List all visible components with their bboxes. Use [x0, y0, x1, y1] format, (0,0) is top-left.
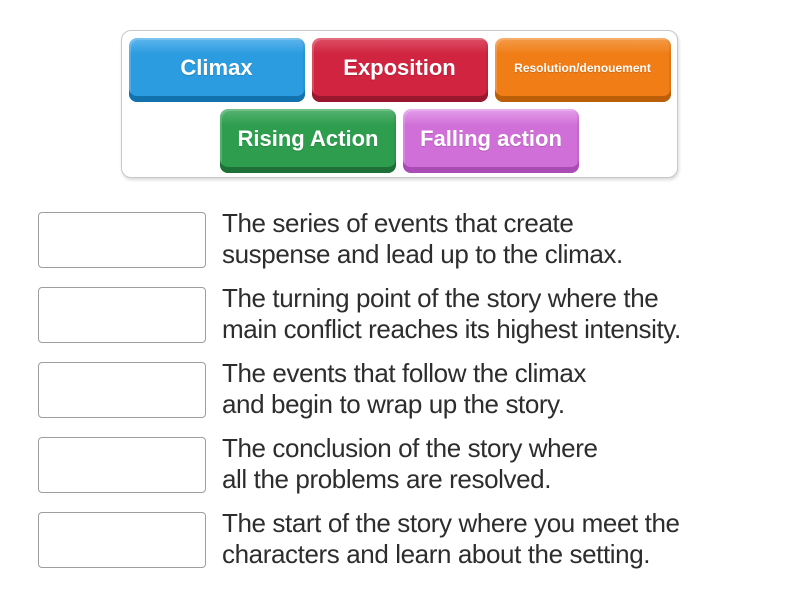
definition-text: The turning point of the story where the… — [222, 283, 681, 345]
definition-text: The events that follow the climax and be… — [222, 358, 586, 420]
word-tile-label: Rising Action — [237, 125, 379, 151]
word-tile-label: Climax — [180, 54, 253, 80]
definition-line: and begin to wrap up the story. — [222, 389, 565, 419]
answer-slot-2[interactable] — [38, 287, 206, 343]
definition-line: The events that follow the climax — [222, 358, 586, 388]
word-tile-rising-action[interactable]: Rising Action — [220, 109, 396, 173]
definition-line: The start of the story where you meet th… — [222, 508, 680, 538]
word-tile-climax[interactable]: Climax — [128, 38, 305, 102]
word-tile-exposition[interactable]: Exposition — [311, 38, 488, 102]
answer-slot-4[interactable] — [38, 437, 206, 493]
definition-text: The start of the story where you meet th… — [222, 508, 680, 570]
definition-line: all the problems are resolved. — [222, 464, 552, 494]
definition-line: The conclusion of the story where — [222, 433, 598, 463]
word-tile-resolution-denouement[interactable]: Resolution/denouement — [494, 38, 671, 102]
answer-slot-3[interactable] — [38, 362, 206, 418]
definition-line: The turning point of the story where the — [222, 283, 659, 313]
word-tile-label: Falling action — [420, 125, 562, 151]
definition-line: suspense and lead up to the climax. — [222, 239, 623, 269]
match-row: The series of events that create suspens… — [38, 208, 778, 270]
answer-slot-5[interactable] — [38, 512, 206, 568]
match-row: The events that follow the climax and be… — [38, 358, 778, 420]
definition-text: The series of events that create suspens… — [222, 208, 623, 270]
definition-line: main conflict reaches its highest intens… — [222, 314, 681, 344]
tile-tray-row-1: Climax Exposition Resolution/denouement — [128, 38, 671, 102]
definition-list: The series of events that create suspens… — [38, 208, 778, 587]
definition-line: The series of events that create — [222, 208, 574, 238]
match-row: The turning point of the story where the… — [38, 283, 778, 345]
word-tile-falling-action[interactable]: Falling action — [403, 109, 579, 173]
definition-text: The conclusion of the story where all th… — [222, 433, 598, 495]
word-tile-label: Exposition — [343, 54, 456, 80]
word-tile-label: Resolution/denouement — [514, 60, 651, 75]
answer-slot-1[interactable] — [38, 212, 206, 268]
tile-tray-row-2: Rising Action Falling action — [220, 109, 579, 173]
match-row: The start of the story where you meet th… — [38, 508, 778, 570]
match-row: The conclusion of the story where all th… — [38, 433, 778, 495]
tile-tray: Climax Exposition Resolution/denouement … — [121, 30, 678, 178]
definition-line: characters and learn about the setting. — [222, 539, 651, 569]
